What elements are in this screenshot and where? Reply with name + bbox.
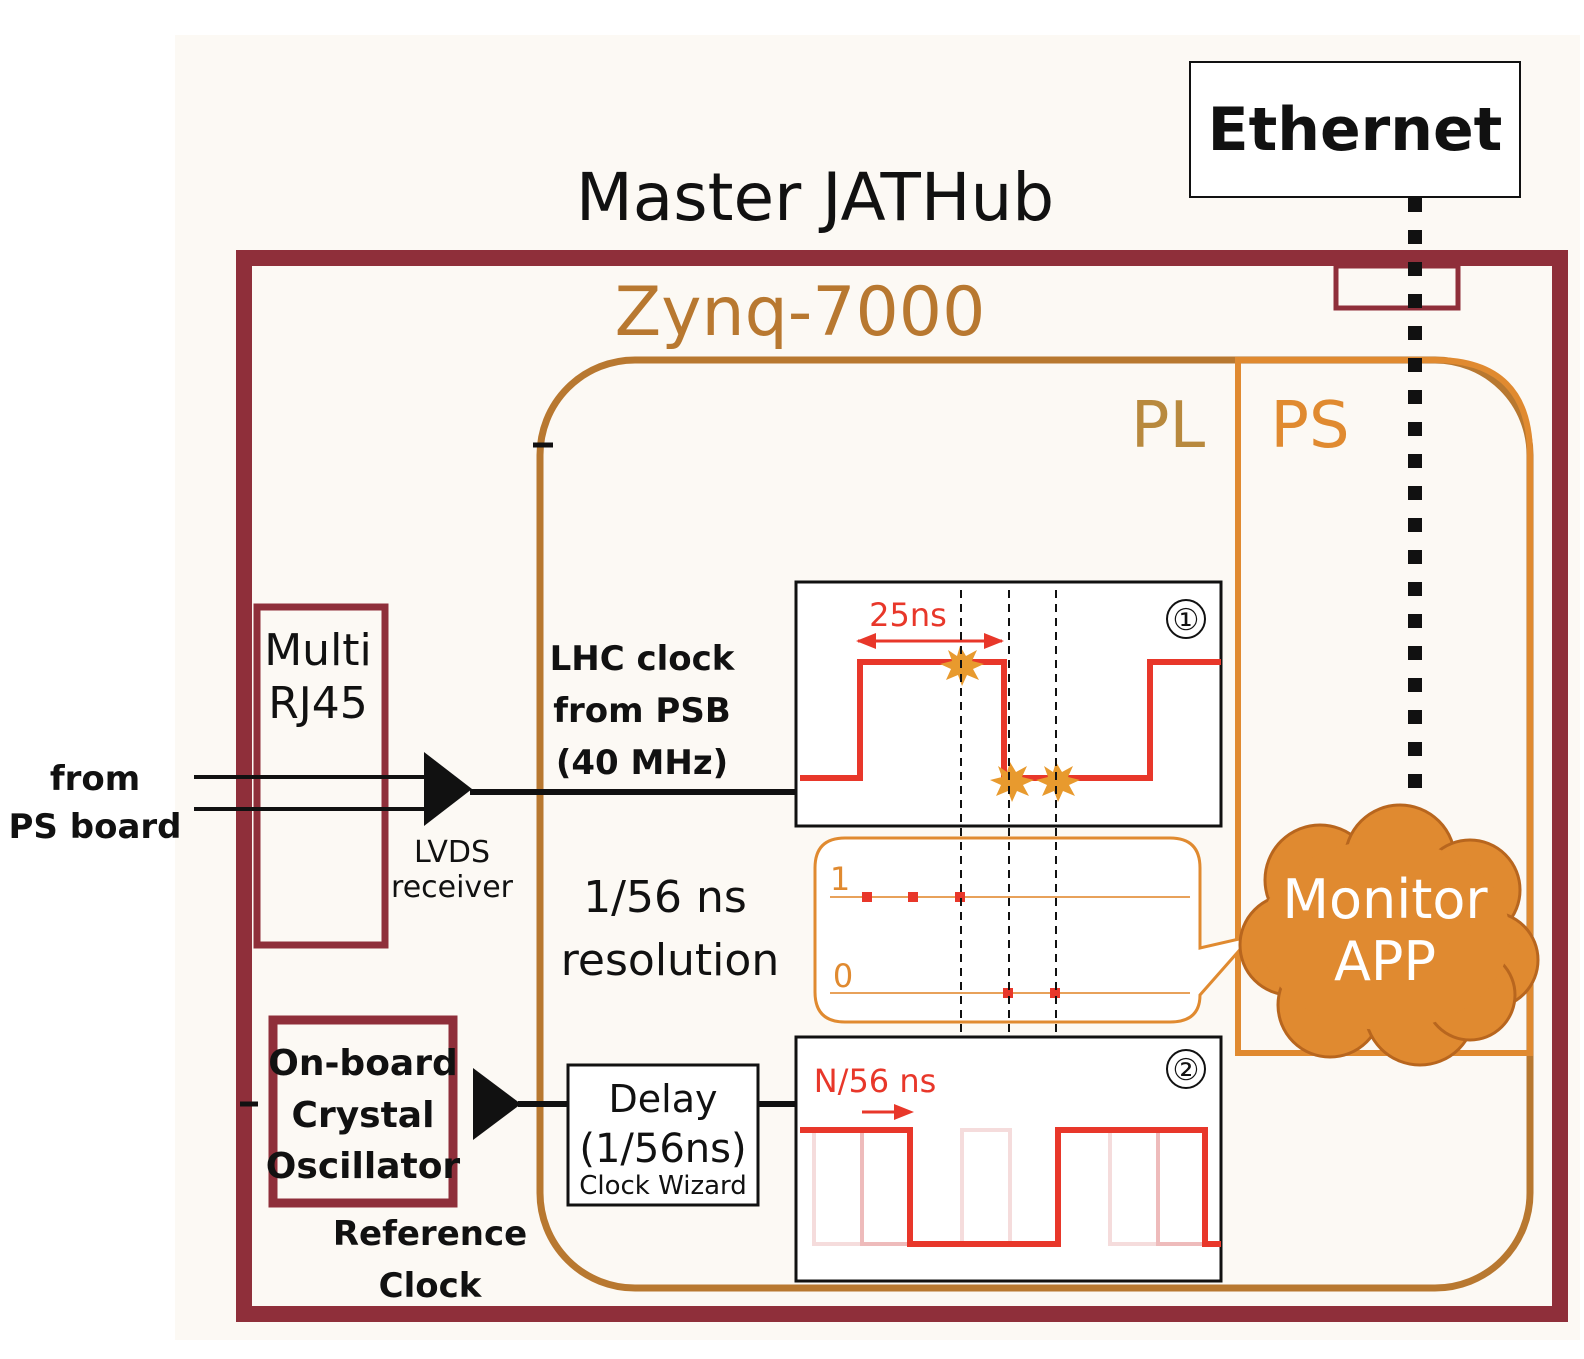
monitor-label-line1: Monitor [1282, 868, 1488, 931]
sample-burst-3 [1036, 762, 1080, 802]
period-label: 25ns [869, 596, 947, 634]
sample-callout-bubble [813, 836, 1257, 1024]
sample-burst-2 [990, 762, 1034, 802]
reference-label-line1: Reference [333, 1214, 527, 1254]
zynq-label: Zynq-7000 [615, 273, 986, 352]
period-arrow-right-head [984, 633, 1004, 649]
oscillator-block: On-board Crystal Oscillator [266, 1015, 461, 1208]
rj45-label-line2: RJ45 [268, 678, 368, 729]
input-label-line2: PS board [9, 807, 182, 847]
lvds-receiver-symbol [424, 752, 472, 826]
panel-2-number: ② [1173, 1053, 1200, 1088]
delay-label-line2: (1/56ns) [579, 1126, 746, 1172]
board-outline [236, 250, 1568, 1322]
rj45-label-line1: Multi [264, 625, 372, 676]
period-arrow-left-head [856, 633, 876, 649]
high-level-label: 1 [830, 860, 850, 898]
oscillator-label-line2: Crystal [292, 1095, 435, 1136]
oscillator-label-line3: Oscillator [266, 1146, 461, 1187]
waveform-panel-2: N/56 ns ② [794, 1035, 1223, 1283]
delay-label-line3: Clock Wizard [579, 1171, 747, 1201]
sample-point-5 [1050, 988, 1060, 998]
lhc-clock-label-line2: from PSB [553, 691, 731, 731]
sample-point-4 [1003, 988, 1013, 998]
ps-region [1235, 357, 1533, 1056]
lvds-label-line2: receiver [391, 870, 514, 905]
oscillator-label-line1: On-board [268, 1043, 458, 1084]
monitor-label-line2: APP [1334, 930, 1436, 993]
reference-label-line2: Clock [379, 1266, 483, 1306]
lhc-clock-label-line1: LHC clock [550, 639, 736, 679]
resolution-label-line1: 1/56 ns [583, 872, 747, 923]
delayed-clock-waveform [800, 1127, 1221, 1247]
sample-callout: 1 0 [813, 836, 1257, 1024]
ethernet-label: Ethernet [1208, 95, 1503, 165]
panel-1-number-circle [1166, 599, 1206, 639]
ethernet-port [1333, 263, 1461, 311]
reference-buffer-symbol [473, 1068, 521, 1140]
delay-block: Delay (1/56ns) Clock Wizard [566, 1063, 760, 1207]
shift-arrow-head [894, 1104, 914, 1120]
pl-label: PL [1131, 389, 1206, 463]
low-level-label: 0 [833, 957, 853, 995]
sample-point-2 [908, 892, 918, 902]
ethernet-box: Ethernet [1189, 61, 1521, 198]
faded-clock-2 [860, 1130, 910, 1246]
delay-label-line1: Delay [609, 1077, 718, 1121]
panel-1-number: ① [1173, 603, 1200, 638]
shift-label: N/56 ns [814, 1062, 937, 1100]
diagram-title: Master JATHub [576, 159, 1054, 236]
resolution-label-line2: resolution [561, 935, 779, 986]
faded-clock-3 [960, 1128, 1012, 1244]
faded-clock-5 [1156, 1130, 1205, 1246]
lhc-clock-waveform [800, 659, 1221, 781]
monitor-app-cloud: Monitor APP [1238, 803, 1540, 1067]
ps-label: PS [1270, 389, 1349, 463]
sample-point-1 [862, 892, 872, 902]
lhc-clock-label-line3: (40 MHz) [556, 743, 728, 783]
lvds-label-line1: LVDS [414, 835, 490, 870]
panel-2-number-circle [1166, 1049, 1206, 1089]
sample-point-3 [955, 892, 965, 902]
input-label-line1: from [50, 759, 140, 799]
